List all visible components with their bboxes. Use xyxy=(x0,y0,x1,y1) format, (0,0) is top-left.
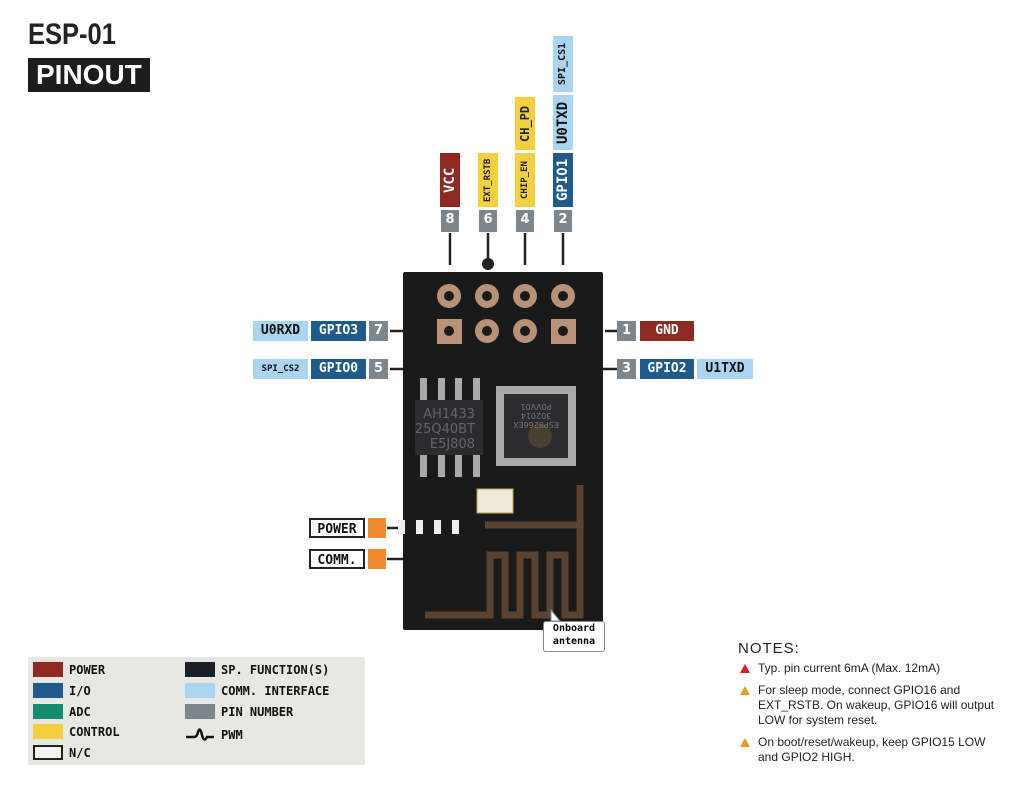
pin-label-vcc: VCC xyxy=(440,153,460,207)
legend-item: PIN NUMBER xyxy=(185,704,293,719)
note-item: On boot/reset/wakeup, keep GPIO15 LOW an… xyxy=(738,735,1008,765)
legend-item: COMM. INTERFACE xyxy=(185,683,329,698)
legend-item: N/C xyxy=(33,745,91,760)
flash-chip xyxy=(415,400,483,455)
pwm-wave-icon xyxy=(186,728,214,741)
warning-icon xyxy=(740,664,750,673)
pin-number-1: 1 xyxy=(617,321,636,341)
pin-label-gpio1: GPIO1 xyxy=(553,153,573,207)
pin-number-8: 8 xyxy=(441,210,459,232)
warning-icon xyxy=(740,738,750,747)
flash-chip-marking: 25Q40BT xyxy=(415,422,475,437)
pin-label-gpio2: GPIO2 xyxy=(640,359,694,379)
pin-label-u1txd: U1TXD xyxy=(697,359,753,379)
pin-number-4: 4 xyxy=(516,210,534,232)
legend: POWER I/O ADC CONTROL N/C SP. FUNCTION(S… xyxy=(28,657,365,765)
power-led-label: POWER xyxy=(309,518,365,538)
led-icon xyxy=(368,549,386,569)
legend-item: CONTROL xyxy=(33,724,120,739)
espressif-logo xyxy=(528,424,552,448)
pin-label-ch-pd: CH_PD xyxy=(515,97,535,150)
note-item: For sleep mode, connect GPIO16 and EXT_R… xyxy=(738,683,1008,728)
legend-item: SP. FUNCTION(S) xyxy=(185,662,329,677)
pin-label-spi-cs1: SPI_CS1 xyxy=(553,36,573,92)
legend-item: ADC xyxy=(33,704,91,719)
pin-number-2: 2 xyxy=(554,210,572,232)
pin-label-u0rxd: U0RXD xyxy=(253,321,308,341)
pin-number-3: 3 xyxy=(617,359,636,379)
pin-label-gpio0: GPIO0 xyxy=(311,359,366,379)
soc-chip-marking: ESP8266EX xyxy=(513,420,559,429)
note-item: Typ. pin current 6mA (Max. 12mA) xyxy=(738,661,1008,676)
led-icon xyxy=(368,518,386,538)
notes: NOTES: Typ. pin current 6mA (Max. 12mA) … xyxy=(738,640,1008,772)
soc-chip-marking: P0VV01 xyxy=(520,402,551,411)
pin-number-7: 7 xyxy=(369,321,388,341)
pin-label-gnd: GND xyxy=(640,321,694,341)
notes-heading: NOTES: xyxy=(738,640,800,657)
comm-led-label: COMM. xyxy=(309,549,365,569)
pin-number-5: 5 xyxy=(369,359,388,379)
pin-label-spi-cs2: SPI_CS2 xyxy=(253,359,308,379)
warning-icon xyxy=(740,686,750,695)
pin-label-u0txd: U0TXD xyxy=(553,95,573,150)
pin-label-ext-rstb: EXT_RSTB xyxy=(478,153,498,207)
legend-item: PWM xyxy=(185,727,243,743)
legend-item: I/O xyxy=(33,683,91,698)
pin-label-gpio3: GPIO3 xyxy=(311,321,366,341)
legend-item: POWER xyxy=(33,662,105,677)
flash-chip-marking: AH1433 xyxy=(423,407,475,422)
soc-chip-marking: 302014 xyxy=(521,411,552,420)
flash-chip-marking: E5J808 xyxy=(430,437,475,452)
page-subtitle: PINOUT xyxy=(28,58,150,92)
pin-number-6: 6 xyxy=(479,210,497,232)
pin-label-chip-en: CHIP_EN xyxy=(515,153,535,207)
antenna-trace xyxy=(425,485,584,619)
page-title: ESP-01 xyxy=(28,18,116,51)
